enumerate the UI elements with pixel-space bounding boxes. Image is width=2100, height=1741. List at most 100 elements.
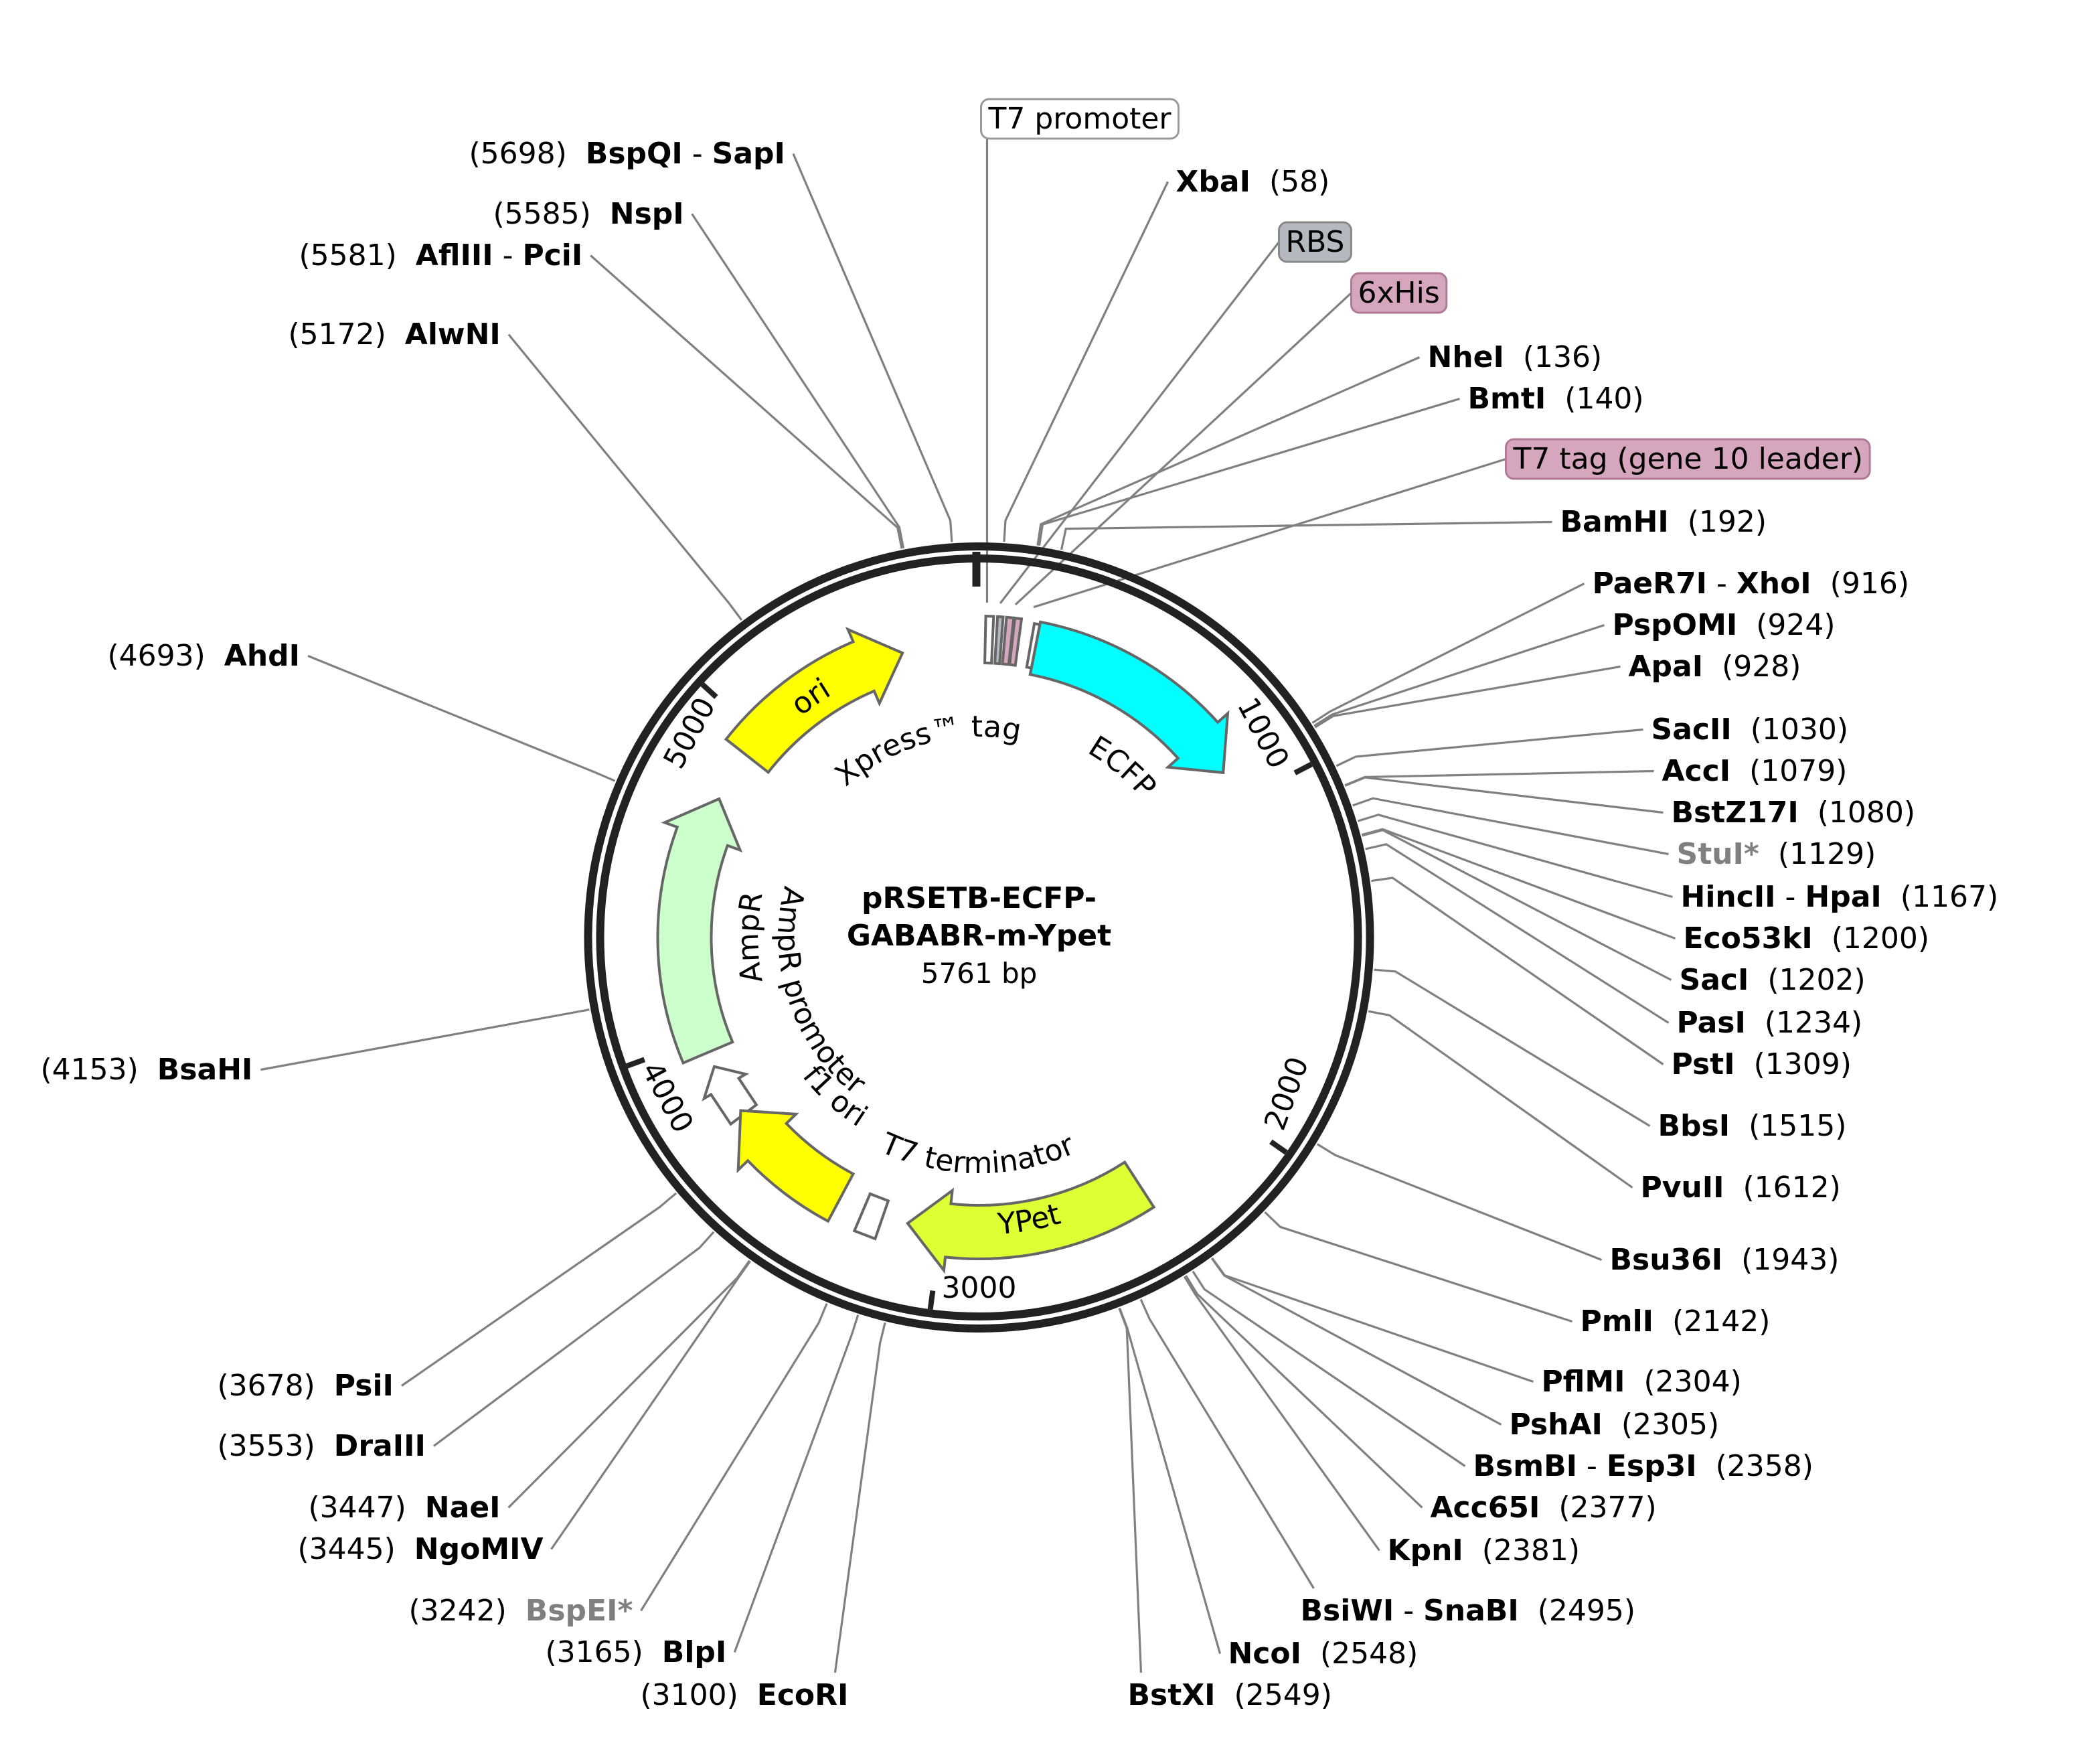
feature-t7-terminator[interactable] (852, 1192, 890, 1241)
leader-line (999, 241, 1280, 604)
enzyme-label-paer7i-xhoi[interactable]: PaeR7I - XhoI (916) (1593, 566, 1910, 601)
feature-ampr[interactable] (656, 797, 743, 1065)
enzyme-position: (5585) (493, 197, 591, 231)
spacer (1749, 963, 1767, 997)
leader-line (307, 655, 616, 782)
enzyme-name: PciI (522, 238, 582, 273)
enzyme-label-pasi[interactable]: PasI (1234) (1677, 1006, 1863, 1040)
feature-t7-tag-gene-10-leader[interactable] (1007, 616, 1024, 667)
enzyme-name: BamHI (1560, 505, 1669, 539)
leader-line (401, 1192, 677, 1387)
enzyme-label-bsu36i[interactable]: Bsu36I (1943) (1610, 1243, 1840, 1277)
plasmid-name-line1: pRSETB-ECFP- (862, 881, 1097, 915)
feature-rbs[interactable] (993, 615, 1005, 666)
enzyme-position: (5581) (299, 238, 397, 273)
feature-label-text: Xpress™ tag (829, 710, 1024, 793)
enzyme-label-stui[interactable]: StuI* (1129) (1677, 837, 1876, 871)
spacer (1722, 1243, 1741, 1277)
enzyme-label-bstz17i[interactable]: BstZ17I (1080) (1672, 796, 1916, 830)
enzyme-label-bsahi[interactable]: (4153) BsaHI (41, 1053, 253, 1087)
enzyme-label-nspi[interactable]: (5585) NspI (493, 197, 684, 231)
enzyme-label-bstxi[interactable]: BstXI (2549) (1128, 1678, 1332, 1712)
enzyme-label-ngomiv[interactable]: (3445) NgoMIV (298, 1532, 544, 1566)
feature-ypet[interactable] (906, 1160, 1156, 1274)
separator: - (1707, 566, 1736, 601)
spacer (315, 1429, 334, 1463)
enzyme-name: NaeI (425, 1491, 501, 1525)
enzyme-label-ahdi[interactable]: (4693) AhdI (108, 639, 301, 673)
enzyme-name: BsaHI (157, 1053, 253, 1087)
enzyme-label-bsiwi-snabi[interactable]: BsiWI - SnaBI (2495) (1301, 1594, 1636, 1628)
enzyme-label-eco53ki[interactable]: Eco53kI (1200) (1684, 921, 1930, 956)
callout-6xhis[interactable]: 6xHis (1350, 272, 1448, 314)
enzyme-position: (136) (1523, 340, 1602, 374)
spacer (139, 1053, 157, 1087)
enzyme-label-bmti[interactable]: BmtI (140) (1468, 382, 1644, 416)
spacer (1813, 921, 1832, 956)
enzyme-label-bspei[interactable]: (3242) BspEI* (409, 1594, 633, 1628)
enzyme-label-pspomi[interactable]: PspOMI (924) (1613, 608, 1836, 642)
enzyme-label-pvuii[interactable]: PvuII (1612) (1641, 1170, 1841, 1205)
spacer (1746, 1006, 1765, 1040)
tick-mark (700, 682, 718, 699)
enzyme-label-afliii-pcii[interactable]: (5581) AflIII - PciI (299, 238, 583, 273)
enzyme-label-blpi[interactable]: (3165) BlpI (546, 1635, 727, 1669)
enzyme-label-ncoi[interactable]: NcoI (2548) (1228, 1637, 1419, 1671)
enzyme-label-hincii-hpai[interactable]: HincII - HpaI (1167) (1681, 880, 1999, 914)
enzyme-label-nhei[interactable]: NheI (136) (1428, 340, 1603, 374)
enzyme-position: (916) (1830, 566, 1909, 601)
feature-t7-promoter[interactable] (983, 615, 995, 665)
enzyme-position: (140) (1564, 382, 1643, 416)
enzyme-label-bamhi[interactable]: BamHI (192) (1560, 505, 1767, 539)
spacer (396, 1532, 414, 1566)
enzyme-label-pflmi[interactable]: PflMI (2304) (1542, 1365, 1742, 1399)
enzyme-name: HincII (1681, 880, 1776, 914)
enzyme-label-saci[interactable]: SacI (1202) (1680, 963, 1866, 997)
enzyme-label-naei[interactable]: (3447) NaeI (309, 1491, 501, 1525)
feature-xpress-tag[interactable] (1025, 621, 1042, 670)
enzyme-label-pshai[interactable]: PshAI (2305) (1510, 1408, 1720, 1442)
spacer (1737, 608, 1756, 642)
enzyme-name: SacII (1651, 712, 1732, 747)
spacer (1216, 1678, 1234, 1712)
callout-t7-promoter[interactable]: T7 promoter (980, 98, 1180, 140)
spacer (1799, 796, 1818, 830)
enzyme-label-psti[interactable]: PstI (1309) (1672, 1047, 1852, 1081)
enzyme-label-xbai[interactable]: XbaI (58) (1176, 165, 1330, 199)
enzyme-label-acci[interactable]: AccI (1079) (1662, 754, 1848, 788)
spacer (1504, 340, 1523, 374)
enzyme-label-ecori[interactable]: (3100) EcoRI (641, 1678, 849, 1712)
enzyme-name: Acc65I (1431, 1491, 1540, 1525)
leader-line (1210, 1258, 1502, 1426)
leader-line (1368, 1010, 1633, 1189)
callout-t7-tag-gene-10-leader[interactable]: T7 tag (gene 10 leader) (1505, 438, 1871, 480)
enzyme-position: (1200) (1832, 921, 1929, 956)
leader-lines (260, 139, 1676, 1673)
enzyme-position: (3447) (309, 1491, 406, 1525)
feature-ecfp[interactable] (1028, 620, 1230, 775)
enzyme-label-apai[interactable]: ApaI (928) (1629, 650, 1801, 684)
enzyme-label-bspqi-sapi[interactable]: (5698) BspQI - SapI (469, 137, 785, 171)
enzyme-label-bsmbi-esp3i[interactable]: BsmBI - Esp3I (2358) (1473, 1449, 1813, 1483)
enzyme-position: (2549) (1234, 1678, 1332, 1712)
enzyme-name: NheI (1428, 340, 1504, 374)
enzyme-name: PsiI (334, 1369, 394, 1403)
enzyme-label-kpni[interactable]: KpnI (2381) (1388, 1533, 1581, 1568)
enzyme-name: AlwNI (405, 317, 501, 352)
feature-f1-ori[interactable] (736, 1109, 856, 1223)
enzyme-label-acc65i[interactable]: Acc65I (2377) (1431, 1491, 1657, 1525)
callout-rbs[interactable]: RBS (1278, 221, 1352, 263)
enzyme-label-psii[interactable]: (3678) PsiI (218, 1369, 394, 1403)
feature-ori[interactable] (724, 627, 904, 775)
enzyme-name: ApaI (1629, 650, 1704, 684)
enzyme-label-alwni[interactable]: (5172) AlwNI (289, 317, 501, 352)
enzyme-label-pmli[interactable]: PmlI (2142) (1581, 1304, 1771, 1339)
callout-box (1505, 438, 1871, 480)
leader-line (1060, 520, 1552, 550)
enzyme-label-bbsi[interactable]: BbsI (1515) (1658, 1109, 1847, 1143)
enzyme-position: (1234) (1765, 1006, 1862, 1040)
callout-box (1350, 272, 1448, 314)
enzyme-label-sacii[interactable]: SacII (1030) (1651, 712, 1849, 747)
enzyme-label-draiii[interactable]: (3553) DraIII (218, 1429, 426, 1463)
spacer (1730, 754, 1749, 788)
